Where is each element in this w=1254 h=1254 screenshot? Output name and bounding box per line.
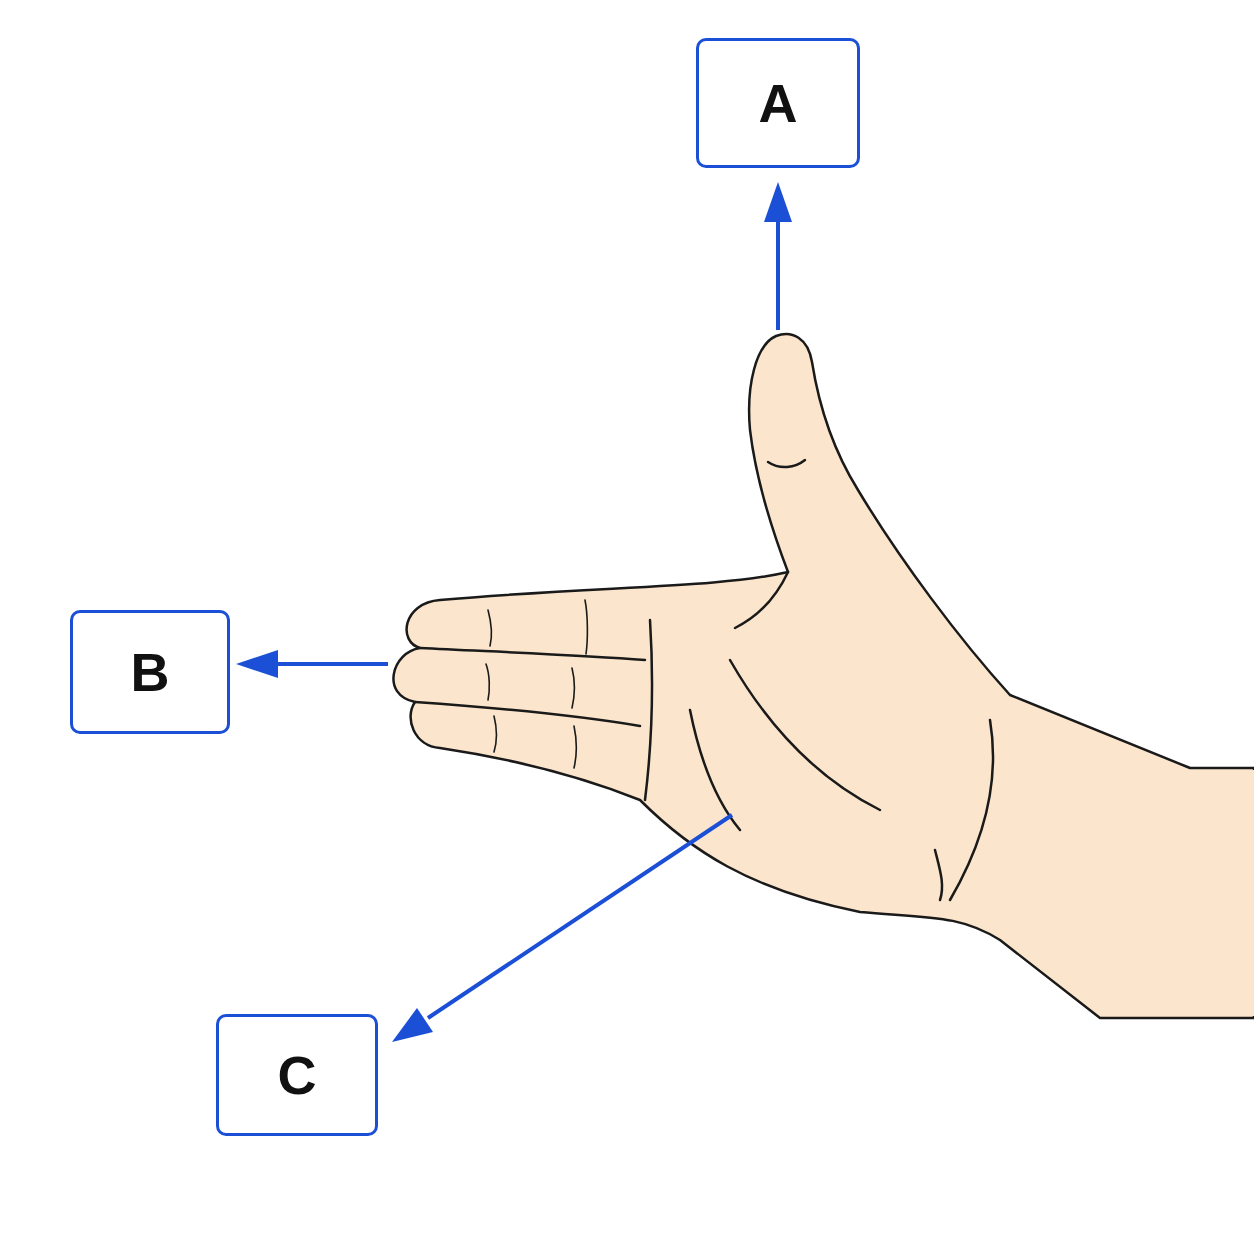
palm-line	[645, 620, 652, 800]
finger-gap	[415, 702, 640, 726]
arrow-c-head	[392, 1008, 433, 1042]
thumb-crease	[768, 460, 805, 467]
arrow-b-line	[274, 662, 388, 666]
arrow-b-head	[236, 650, 278, 678]
palm-line	[950, 720, 993, 900]
finger-creases	[486, 600, 587, 768]
box-letter: C	[278, 1048, 317, 1102]
label-box: B	[70, 610, 230, 734]
box-letter: A	[759, 76, 798, 130]
wrist-patch	[1102, 770, 1254, 1016]
arrow-a-line	[776, 218, 780, 330]
thumb-base-line	[735, 572, 788, 628]
label-box: A	[696, 38, 860, 168]
wrist-crease	[935, 850, 942, 900]
leader-arrows	[236, 182, 792, 1042]
hand-outline	[393, 334, 1254, 1018]
arrow-a-head	[764, 182, 792, 222]
palm-line	[690, 710, 740, 830]
label-box: C	[216, 1014, 378, 1136]
finger-gap	[420, 648, 645, 660]
arrow-c-line	[428, 815, 732, 1018]
palm-line	[730, 660, 880, 810]
box-letter: B	[131, 645, 170, 699]
